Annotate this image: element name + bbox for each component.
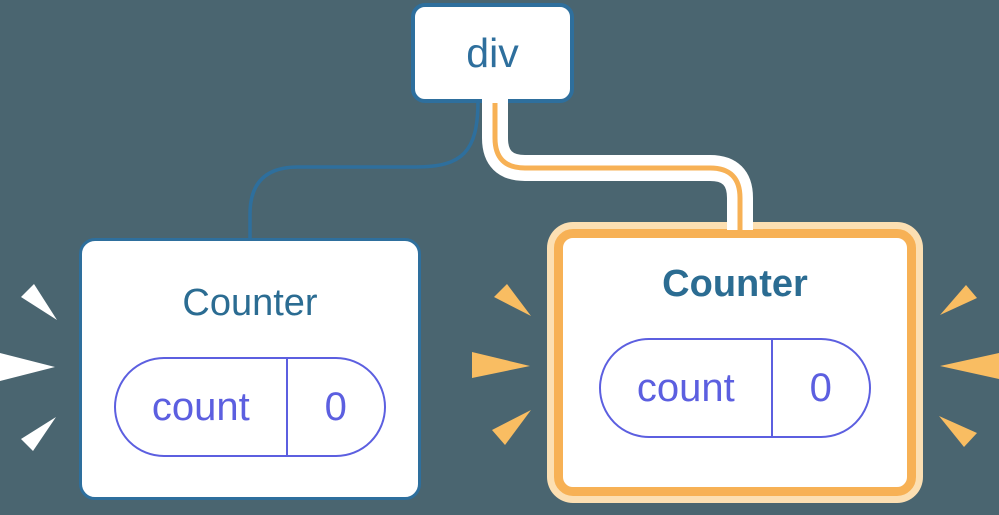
edge-root-to-right-counter — [492, 103, 743, 234]
counter-card-right-highlight-ring: Counter count 0 — [547, 222, 923, 503]
state-key-segment: count — [116, 359, 288, 455]
counter-title-right: Counter — [662, 263, 808, 305]
state-value-segment: 0 — [773, 340, 869, 436]
state-pill-left: count 0 — [114, 357, 386, 457]
root-node-label: div — [466, 29, 519, 76]
burst-icon — [940, 285, 977, 315]
state-value-label: 0 — [324, 385, 347, 429]
burst-icon — [21, 417, 56, 451]
edge-root-to-right-counter-casing — [482, 95, 753, 230]
state-pill-right: count 0 — [599, 338, 871, 438]
state-value-label: 0 — [809, 366, 832, 410]
edge-root-to-left-counter — [248, 100, 480, 241]
counter-card-left: Counter count 0 — [79, 238, 421, 500]
burst-icon — [939, 416, 977, 447]
state-key-label: count — [636, 366, 735, 410]
counter-title-left: Counter — [182, 282, 318, 324]
burst-icon — [494, 284, 531, 316]
burst-icon — [21, 284, 57, 320]
burst-icon — [472, 352, 530, 378]
state-key-segment: count — [601, 340, 773, 436]
state-value-segment: 0 — [288, 359, 384, 455]
counter-card-right: Counter count 0 — [554, 229, 916, 496]
state-key-label: count — [151, 385, 250, 429]
root-node-div: div — [411, 3, 574, 103]
burst-icon — [492, 410, 531, 445]
burst-icon — [0, 353, 55, 381]
burst-icon — [940, 353, 999, 379]
